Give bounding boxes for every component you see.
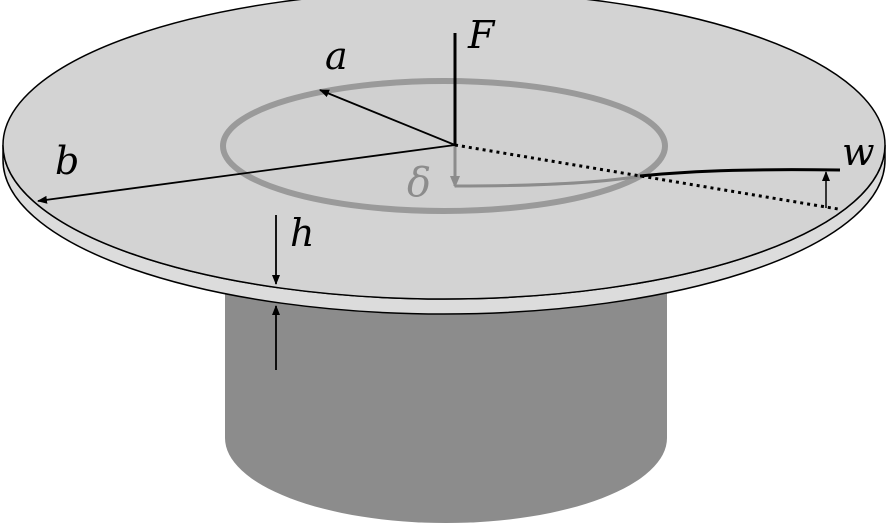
support-ring: [220, 78, 668, 214]
radius-b-arrow: [37, 144, 456, 204]
plate: [2, 0, 886, 315]
reference-line: [454, 143, 839, 211]
label-w: w: [842, 130, 875, 174]
deflected-profile-inner: [454, 174, 641, 188]
support-cylinder-body: [225, 290, 667, 523]
label-h: h: [290, 211, 314, 255]
label-b: b: [55, 139, 79, 183]
radius-a-arrow: [319, 89, 456, 146]
thickness-dimension: h: [272, 211, 314, 370]
center-deflection: δ: [407, 145, 641, 206]
label-a: a: [325, 34, 348, 78]
support-cylinder: [225, 290, 667, 523]
label-F: F: [467, 13, 496, 57]
label-delta: δ: [407, 160, 431, 206]
deflected-profile-outer: [639, 168, 841, 178]
